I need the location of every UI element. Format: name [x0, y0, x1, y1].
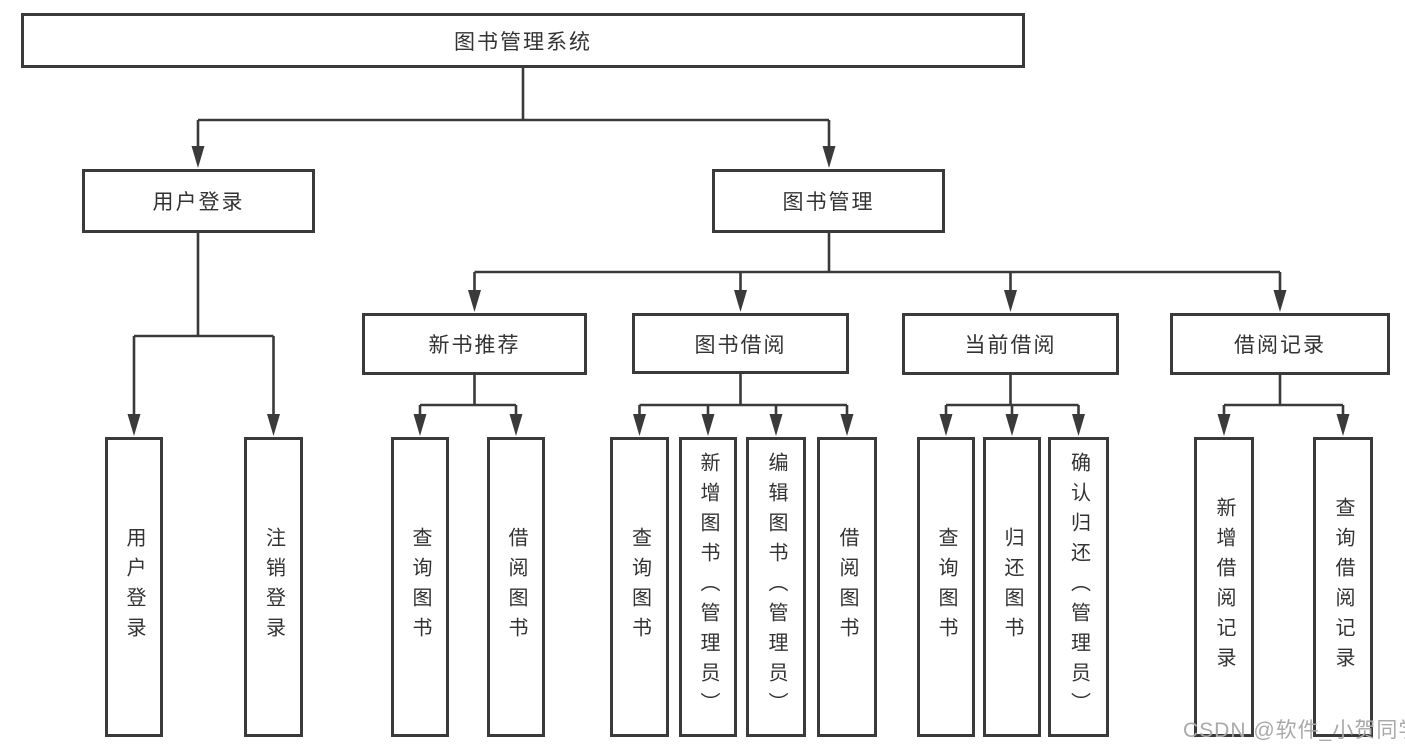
arrow-down-icon	[633, 414, 646, 436]
leaf-confirm-return-admin: 确认归还（管理员）	[1048, 437, 1109, 737]
connector-new-book-rec	[418, 373, 518, 416]
leaf-borrow-book-borrow-label: 借阅图书	[836, 527, 858, 647]
node-user-login-label: 用户登录	[152, 191, 245, 214]
arrow-down-icon	[267, 414, 280, 436]
leaf-add-borrow-record: 新增借阅记录	[1194, 437, 1254, 737]
connector-book-mgmt	[473, 231, 1282, 292]
leaf-query-book-current: 查询图书	[917, 437, 975, 737]
node-new-book-rec: 新书推荐	[362, 313, 587, 375]
arrow-down-icon	[1005, 414, 1019, 436]
node-root-label: 图书管理系统	[454, 30, 592, 54]
leaf-user-login: 用户登录	[105, 437, 163, 737]
connector-root	[196, 68, 831, 148]
node-borrow-records-label: 借阅记录	[1234, 334, 1326, 357]
arrow-down-icon	[769, 414, 783, 436]
arrow-down-icon	[734, 290, 747, 312]
arrow-down-icon	[701, 414, 715, 436]
node-book-mgmt-label: 图书管理	[782, 191, 875, 214]
node-user-login: 用户登录	[82, 169, 315, 233]
leaf-query-borrow-record: 查询借阅记录	[1313, 437, 1373, 737]
leaf-add-book-admin-label: 新增图书（管理员）	[697, 452, 719, 722]
node-book-borrow-label: 图书借阅	[694, 333, 787, 357]
arrow-down-icon	[413, 414, 427, 436]
leaf-add-borrow-record-label: 新增借阅记录	[1213, 497, 1235, 677]
leaf-logout-label: 注销登录	[262, 527, 285, 647]
leaf-borrow-book-rec-label: 借阅图书	[505, 527, 527, 647]
connector-book-borrow	[638, 372, 849, 416]
arrow-down-icon	[822, 146, 836, 168]
arrow-down-icon	[468, 290, 481, 312]
leaf-query-book-rec-label: 查询图书	[409, 527, 431, 647]
arrow-down-icon	[1004, 290, 1017, 312]
node-current-borrow: 当前借阅	[902, 313, 1119, 375]
arrow-down-icon	[1217, 414, 1231, 436]
node-book-borrow: 图书借阅	[632, 313, 849, 374]
leaf-return-book: 归还图书	[983, 437, 1041, 737]
leaf-borrow-book-borrow: 借阅图书	[817, 437, 877, 737]
arrow-down-icon	[1336, 414, 1350, 436]
connector-user-login	[132, 231, 275, 416]
leaf-borrow-book-rec: 借阅图书	[487, 437, 545, 737]
leaf-query-book-borrow: 查询图书	[610, 437, 669, 737]
leaf-add-book-admin: 新增图书（管理员）	[679, 437, 737, 737]
node-root: 图书管理系统	[21, 13, 1025, 68]
node-current-borrow-label: 当前借阅	[964, 334, 1057, 357]
leaf-confirm-return-admin-label: 确认归还（管理员）	[1067, 452, 1090, 722]
leaf-logout: 注销登录	[244, 437, 303, 737]
arrow-down-icon	[1072, 414, 1085, 436]
arrow-down-icon	[127, 414, 141, 436]
connector-borrow-records	[1222, 373, 1345, 416]
leaf-edit-book-admin: 编辑图书（管理员）	[746, 437, 806, 737]
node-new-book-rec-label: 新书推荐	[428, 334, 521, 357]
leaf-return-book-label: 归还图书	[1001, 527, 1023, 647]
leaf-query-book-borrow-label: 查询图书	[628, 527, 651, 647]
arrow-down-icon	[509, 414, 523, 436]
arrow-down-icon	[840, 414, 854, 436]
arrow-down-icon	[939, 414, 953, 436]
leaf-query-book-rec: 查询图书	[391, 437, 449, 737]
watermark: CSDN @软件_小贺同学	[1183, 719, 1405, 742]
arrow-down-icon	[1273, 290, 1287, 312]
arrow-down-icon	[191, 146, 205, 168]
leaf-query-book-current-label: 查询图书	[935, 527, 957, 647]
leaf-edit-book-admin-label: 编辑图书（管理员）	[765, 452, 787, 722]
node-borrow-records: 借阅记录	[1170, 313, 1390, 375]
connector-current-borrow	[944, 373, 1080, 416]
leaf-query-borrow-record-label: 查询借阅记录	[1332, 497, 1354, 677]
node-book-mgmt: 图书管理	[712, 169, 945, 233]
leaf-user-login-label: 用户登录	[123, 527, 145, 647]
